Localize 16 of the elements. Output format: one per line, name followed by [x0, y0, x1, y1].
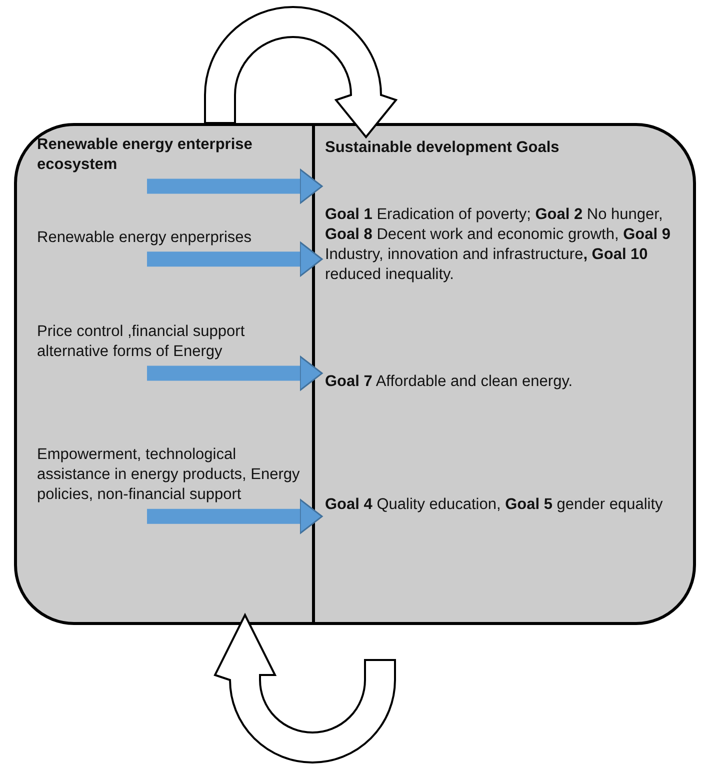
curved-arrow: [204, 6, 397, 138]
arrow: [147, 498, 323, 534]
goal-text: Goal 1 Eradication of poverty; Goal 2 No hunger, Goal 8 Decent work and economic growth, Goal 9 Industry, innovation and infrastructure, Goal 10 reduced inequality.: [325, 205, 677, 286]
column-heading: Renewable energy enterprise ecosystem: [37, 135, 302, 176]
factor-text: Price control ,financial support alternative forms of Energy: [37, 322, 305, 362]
column-heading: Sustainable development Goals: [325, 138, 560, 158]
factor-text: Empowerment, technological assistance in energy products, Energy policies, non-financial support: [37, 445, 305, 506]
goal-text: Goal 4 Quality education, Goal 5 gender equality: [325, 495, 663, 516]
arrow: [147, 356, 323, 392]
right-panel: [315, 123, 696, 625]
arrow: [147, 241, 323, 277]
left-panel: [14, 123, 315, 625]
curved-arrow: [214, 614, 396, 764]
arrow: [147, 168, 323, 204]
goal-text: Goal 7 Affordable and clean energy.: [325, 372, 573, 392]
factor-text: Renewable energy enperprises: [37, 228, 252, 248]
